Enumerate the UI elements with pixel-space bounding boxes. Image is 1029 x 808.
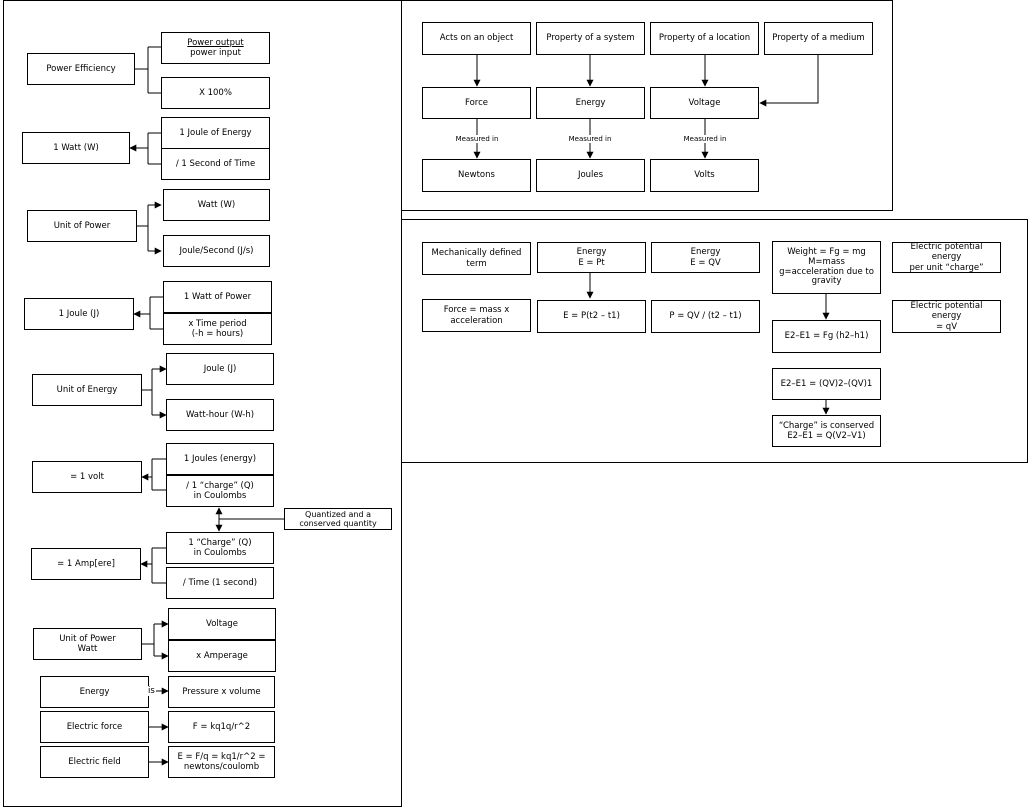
energy-qv: Energy E = QV	[651, 242, 760, 273]
force-definition: Force = mass x acceleration	[422, 299, 531, 332]
watt-label: 1 Watt (W)	[22, 132, 130, 164]
unit-newtons: Newtons	[422, 159, 531, 192]
power-watt-amperage: x Amperage	[168, 640, 276, 672]
gravitational-energy-change: E2–E1 = Fg (h2–h1)	[772, 320, 881, 353]
unit-of-energy-label: Unit of Energy	[32, 374, 142, 406]
volt-label: = 1 volt	[32, 461, 142, 493]
power-efficiency-label: Power Efficiency	[27, 53, 135, 85]
quantity-energy: Energy	[536, 87, 645, 119]
volt-joules-part: 1 Joules (energy)	[166, 443, 274, 475]
measured-in-force: Measured in	[437, 135, 517, 143]
unit-joules: Joules	[536, 159, 645, 192]
power-input-text: power input	[190, 48, 241, 58]
ampere-label: = 1 Amp[ere]	[31, 548, 141, 580]
potential-energy-qv: Electric potential energy = qV	[892, 300, 1001, 333]
unit-of-power-watt: Watt (W)	[163, 189, 270, 221]
unit-of-power-label: Unit of Power	[27, 210, 137, 242]
energy-value: Pressure x volume	[168, 676, 275, 708]
power-qv-formula: P = QV / (t2 – t1)	[651, 300, 760, 333]
unit-of-energy-joule: Joule (J)	[166, 353, 274, 385]
charge-note: Quantized and a conserved quantity	[284, 508, 392, 530]
power-efficiency-multiplier: X 100%	[161, 77, 270, 109]
charge-energy-change: E2–E1 = (QV)2–(QV)1	[772, 368, 881, 400]
watt-joule-part: 1 Joule of Energy	[161, 117, 270, 149]
volt-charge-part: / 1 “charge” (Q) in Coulombs	[166, 475, 274, 507]
unit-of-energy-watt-hour: Watt-hour (W-h)	[166, 399, 274, 431]
energy-label: Energy	[40, 676, 149, 708]
measured-in-energy: Measured in	[550, 135, 630, 143]
ampere-charge-part: 1 “Charge” (Q) in Coulombs	[166, 532, 274, 564]
unit-volts: Volts	[650, 159, 759, 192]
energy-pt: Energy E = Pt	[537, 242, 646, 273]
header-property-of-location: Property of a location	[650, 22, 759, 55]
electric-force-value: F = kq1q/r^2	[168, 711, 275, 743]
electric-field-label: Electric field	[40, 746, 149, 778]
weight-definition: Weight = Fg = mg M=mass g=acceleration d…	[772, 241, 881, 294]
quantity-force: Force	[422, 87, 531, 119]
measured-in-voltage: Measured in	[665, 135, 745, 143]
header-property-of-system: Property of a system	[536, 22, 645, 55]
watt-second-part: / 1 Second of Time	[161, 148, 270, 180]
joule-watt-part: 1 Watt of Power	[163, 281, 272, 313]
energy-time-formula: E = P(t2 – t1)	[537, 300, 646, 333]
electric-force-label: Electric force	[40, 711, 149, 743]
power-efficiency-fraction: Power output power input	[161, 32, 270, 64]
unit-of-power-joule-second: Joule/Second (J/s)	[163, 235, 270, 267]
mechanical-term: Mechanically defined term	[422, 242, 531, 275]
charge-conserved: “Charge” is conserved E2–E1 = Q(V2–V1)	[772, 415, 881, 447]
potential-energy-per-charge: Electric potential energy per unit “char…	[892, 242, 1001, 273]
energy-is-link: is	[147, 686, 156, 696]
joule-time-part: x Time period (-h = hours)	[163, 313, 272, 345]
power-output-text: Power output	[187, 37, 244, 48]
quantity-voltage: Voltage	[650, 87, 759, 119]
header-property-of-medium: Property of a medium	[764, 22, 873, 55]
header-acts-on-object: Acts on an object	[422, 22, 531, 55]
power-watt-voltage: Voltage	[168, 608, 276, 640]
ampere-time-part: / Time (1 second)	[166, 567, 274, 599]
power-watt-label: Unit of Power Watt	[33, 628, 142, 660]
joule-label: 1 Joule (J)	[24, 298, 134, 330]
electric-field-value: E = F/q = kq1/r^2 = newtons/coulomb	[168, 746, 275, 778]
